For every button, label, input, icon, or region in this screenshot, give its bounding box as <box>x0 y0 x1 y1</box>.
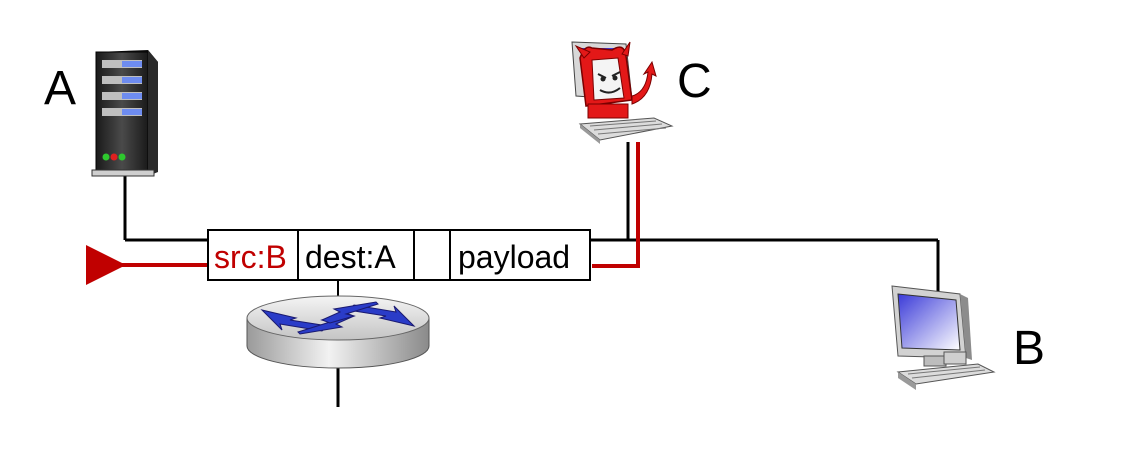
host-c-label: C <box>677 55 712 108</box>
packet-frame <box>207 229 591 281</box>
link-bus-to-b <box>590 238 940 292</box>
packet: src:B dest:A payload <box>207 229 591 281</box>
packet-src-field: src:B <box>214 239 287 275</box>
router-icon <box>246 295 430 369</box>
devil-computer-icon <box>571 41 674 144</box>
server-icon <box>91 50 158 177</box>
packet-payload-field: payload <box>458 239 570 275</box>
host-b-label: B <box>1013 322 1045 375</box>
host-a-label: A <box>44 62 76 115</box>
link-a-to-bus <box>123 176 208 242</box>
desktop-computer-icon <box>891 285 996 390</box>
spoofed-packet-path <box>592 142 640 268</box>
packet-dest-field: dest:A <box>305 239 396 275</box>
